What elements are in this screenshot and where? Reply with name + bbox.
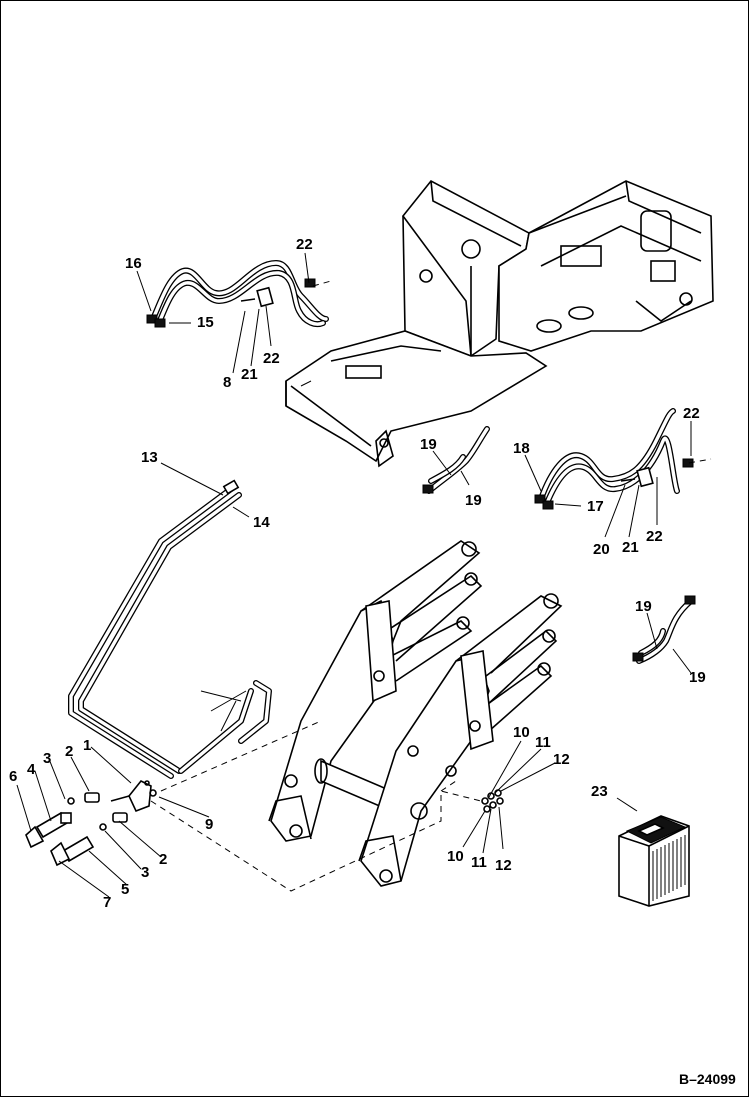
callout-12: 12 (553, 751, 570, 768)
callout-labels: 16 15 22 22 8 21 13 14 19 19 18 17 22 22… (9, 236, 706, 911)
small-parts-10-11-12 (481, 789, 504, 813)
callout-1: 1 (83, 737, 91, 754)
callout-3: 3 (141, 864, 149, 881)
callout-19: 19 (465, 492, 482, 509)
hose-assembly-right (534, 408, 694, 510)
callout-22: 22 (296, 236, 313, 253)
callout-10: 10 (513, 724, 530, 741)
decal-kit-box (618, 815, 690, 907)
hose-19-middle (422, 426, 490, 494)
callout-4: 4 (27, 761, 36, 778)
callout-15: 15 (197, 314, 214, 331)
callout-21: 21 (622, 539, 639, 556)
callout-19: 19 (689, 669, 706, 686)
callout-16: 16 (125, 255, 142, 272)
callout-11: 11 (471, 854, 487, 871)
callout-22: 22 (646, 528, 663, 545)
main-frame (285, 179, 714, 468)
callout-18: 18 (513, 440, 530, 457)
figure-number: B–24099 (679, 1071, 736, 1087)
loader-arms (268, 540, 563, 887)
callout-2: 2 (65, 743, 73, 760)
callout-13: 13 (141, 449, 158, 466)
coupler-fittings (25, 779, 157, 867)
callout-17: 17 (587, 498, 604, 515)
callout-22: 22 (263, 350, 280, 367)
callout-12: 12 (495, 857, 512, 874)
callout-22: 22 (683, 405, 700, 422)
leader-lines (16, 252, 692, 898)
callout-7: 7 (103, 894, 111, 911)
callout-19: 19 (420, 436, 437, 453)
callout-10: 10 (447, 848, 464, 865)
callout-2: 2 (159, 851, 167, 868)
callout-8: 8 (223, 374, 231, 391)
hose-assembly-upper-left (146, 260, 329, 328)
callout-19: 19 (635, 598, 652, 615)
callout-21: 21 (241, 366, 258, 383)
callout-6: 6 (9, 768, 17, 785)
callout-20: 20 (593, 541, 610, 558)
callout-14: 14 (253, 514, 270, 531)
callout-23: 23 (591, 783, 608, 800)
steel-tubes (68, 479, 272, 779)
callout-3: 3 (43, 750, 51, 767)
callout-11: 11 (535, 734, 551, 751)
callout-5: 5 (121, 881, 129, 898)
callout-9: 9 (205, 816, 213, 833)
assembly-lines (150, 280, 712, 892)
